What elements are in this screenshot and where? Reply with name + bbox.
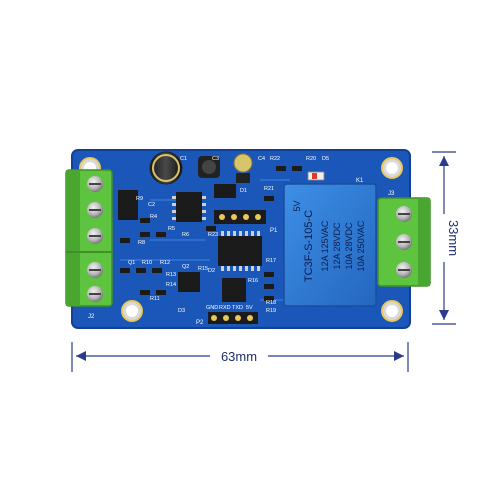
header-pin-label: TXD xyxy=(232,305,243,311)
silk-label: R12 xyxy=(160,260,170,266)
silk-label: C1 xyxy=(180,156,187,162)
silk-label: R23 xyxy=(208,232,218,238)
relay: TC3F-S-105-C 5V 12A 125VAC 12A 28VDC 10A… xyxy=(283,183,377,307)
screw-terminal xyxy=(396,206,412,222)
silk-label: P2 xyxy=(196,320,204,326)
ic-chip xyxy=(218,231,262,271)
height-label: 33mm xyxy=(446,220,461,256)
silk-label: R8 xyxy=(138,240,145,246)
relay-rating-text: 12A 28VDC xyxy=(332,222,342,270)
silk-label: R17 xyxy=(266,258,276,264)
header-pin-label: RXD xyxy=(219,305,231,311)
silk-label: P1 xyxy=(270,228,278,234)
smd-resistors xyxy=(120,166,302,301)
mounting-hole xyxy=(121,300,143,322)
silk-label: K1 xyxy=(356,178,364,184)
width-dimension: 63mm xyxy=(71,342,409,372)
screw-terminal xyxy=(87,262,103,278)
ic-chip xyxy=(118,190,138,220)
silk-label: R16 xyxy=(248,278,258,284)
silk-label: C3 xyxy=(212,156,219,162)
mounting-hole xyxy=(381,157,403,179)
silk-label: R11 xyxy=(150,296,160,302)
silk-label: R20 xyxy=(306,156,316,162)
silk-label: J3 xyxy=(388,191,395,197)
silk-label: Q1 xyxy=(128,260,135,266)
relay-model-text: TC3F-S-105-C xyxy=(303,210,315,282)
terminal-block-right xyxy=(377,197,431,287)
silk-label: R13 xyxy=(166,272,176,278)
relay-rating-text: 10A 250VAC xyxy=(356,220,366,271)
silk-label: J1 xyxy=(88,164,95,170)
relay-rating-text: 12A 125VAC xyxy=(320,220,330,271)
silk-label: R22 xyxy=(270,156,280,162)
silk-label: R5 xyxy=(168,226,175,232)
silk-label: R14 xyxy=(166,282,176,288)
silk-label: R21 xyxy=(264,186,274,192)
width-label: 63mm xyxy=(221,349,257,364)
silk-label: D2 xyxy=(208,268,215,274)
capacitor xyxy=(233,153,253,183)
height-dimension: 33mm xyxy=(432,151,461,325)
relay-rating-text: 10A 28VDC xyxy=(344,222,354,270)
led xyxy=(307,171,325,181)
silk-label: R19 xyxy=(266,308,276,314)
silk-label: R15 xyxy=(198,266,208,272)
silk-label: R4 xyxy=(150,214,157,220)
ic-chip xyxy=(222,278,246,302)
relay-coil-text: 5V xyxy=(292,200,302,211)
pin-header-p1 xyxy=(214,210,266,224)
screw-terminal xyxy=(396,234,412,250)
screw-terminal xyxy=(396,262,412,278)
transistor xyxy=(214,184,236,198)
silk-label: C2 xyxy=(148,202,155,208)
terminal-block-left xyxy=(65,169,113,307)
silk-label: C4 xyxy=(258,156,265,162)
mounting-hole xyxy=(381,300,403,322)
silk-label: Q2 xyxy=(182,264,189,270)
header-pin-label: 5V xyxy=(246,305,253,311)
pin-header-p2 xyxy=(208,312,258,324)
electrolytic-capacitor xyxy=(149,151,183,185)
silk-label: R10 xyxy=(142,260,152,266)
header-pin-label: GND xyxy=(206,305,218,311)
ic-chip xyxy=(178,272,200,292)
screw-terminal xyxy=(87,286,103,302)
silk-label: R9 xyxy=(136,196,143,202)
screw-terminal xyxy=(87,202,103,218)
silk-label: D5 xyxy=(322,156,329,162)
silk-label: R6 xyxy=(182,232,189,238)
silk-label: D1 xyxy=(240,188,247,194)
ic-chip xyxy=(172,192,206,222)
silk-label: D3 xyxy=(178,308,185,314)
silk-label: R18 xyxy=(266,300,276,306)
silk-label: J2 xyxy=(88,314,95,320)
inductor xyxy=(198,156,220,178)
screw-terminal xyxy=(87,176,103,192)
screw-terminal xyxy=(87,228,103,244)
